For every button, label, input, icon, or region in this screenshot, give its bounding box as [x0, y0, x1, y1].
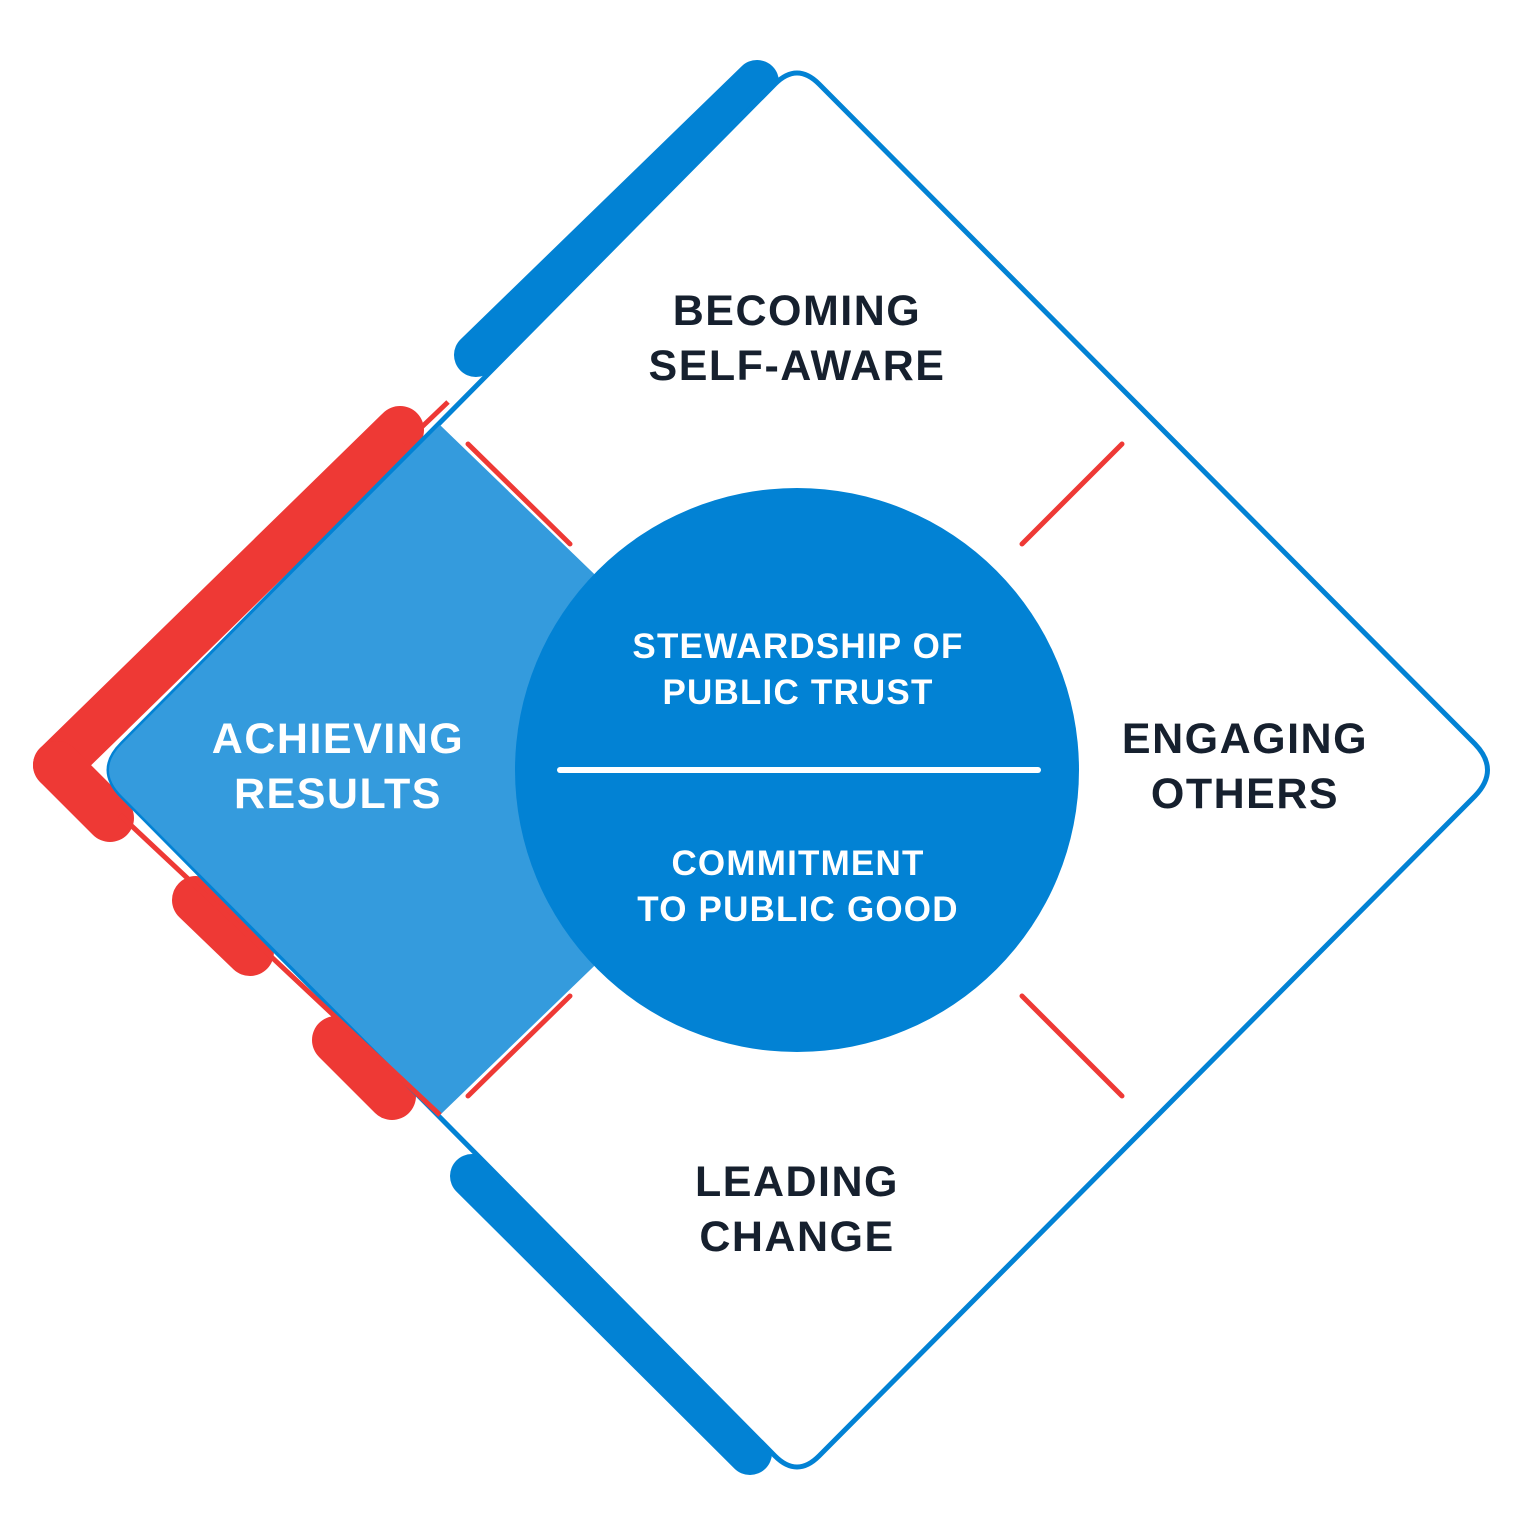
red-separators	[465, 441, 1125, 1099]
label-right-line1: ENGAGING	[1122, 715, 1368, 763]
blue-accent-bar-top	[454, 60, 779, 377]
label-bottom-line2: CHANGE	[699, 1213, 894, 1261]
center-top-line2: PUBLIC TRUST	[662, 673, 933, 712]
label-top-line2: SELF-AWARE	[649, 342, 946, 390]
red-edge-lines	[118, 400, 450, 1117]
center-bottom-line1: COMMITMENT	[671, 844, 924, 883]
red-accent-tabs	[33, 406, 424, 1120]
label-left-line1: ACHIEVING	[212, 715, 464, 763]
label-top-line1: BECOMING	[673, 287, 922, 335]
label-left-line2: RESULTS	[234, 770, 442, 818]
label-bottom-line1: LEADING	[695, 1158, 899, 1206]
center-top-line1: STEWARDSHIP OF	[632, 627, 963, 666]
blue-accent-bar-bottom	[450, 1154, 772, 1475]
label-right-line2: OTHERS	[1151, 770, 1339, 818]
left-quadrant-fill	[109, 425, 797, 1115]
center-bottom-line2: TO PUBLIC GOOD	[637, 890, 958, 929]
